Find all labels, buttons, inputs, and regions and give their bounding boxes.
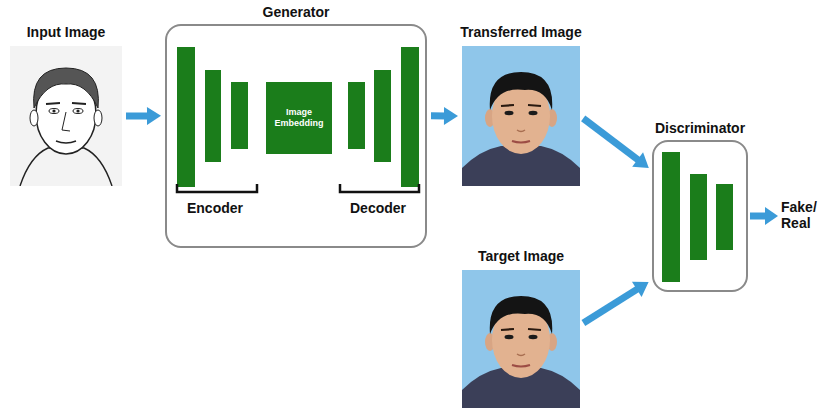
output-arrow-shaft <box>750 213 766 220</box>
photo-brows <box>501 329 541 330</box>
sketch-hair <box>34 68 99 108</box>
section-label: Encoder <box>172 200 258 216</box>
sketch-ear <box>94 110 102 126</box>
node-heading: Transferred Image <box>460 24 581 40</box>
discriminator-layers <box>654 142 746 290</box>
photo-mouth <box>512 141 530 143</box>
arrow-shaft <box>431 112 446 119</box>
sketch-face-illustration <box>10 46 122 186</box>
photo-eye <box>529 335 538 339</box>
node-heading: Input Image <box>27 24 106 40</box>
sketch-brows <box>46 103 86 104</box>
arrow-head <box>147 107 161 125</box>
sketch-pupil <box>76 109 79 112</box>
sketch-eye <box>73 109 83 114</box>
transferred-image: Transferred Image <box>462 46 580 186</box>
layer-bar <box>716 184 733 250</box>
output-arrow-head <box>765 207 778 225</box>
photo-ground <box>462 46 580 186</box>
sketch-ground <box>10 46 122 186</box>
encoder-bracket <box>177 184 257 192</box>
node-heading: Discriminator <box>655 120 745 136</box>
arrow-head <box>632 152 649 168</box>
arrow-shaft <box>583 288 638 323</box>
node-heading: Generator <box>263 4 330 20</box>
decoder-bracket <box>340 184 419 192</box>
flow-arrow <box>583 118 649 168</box>
layer-bar <box>374 70 391 162</box>
flow-arrow <box>583 282 648 323</box>
sketch-eye <box>49 109 59 114</box>
layer-bar <box>348 82 365 149</box>
photo-nose <box>517 354 525 356</box>
photo-face-illustration <box>462 270 580 408</box>
photo-eye <box>505 335 514 339</box>
flow-arrow <box>431 107 458 125</box>
sketch-pupil <box>52 109 55 112</box>
photo-ground <box>462 270 580 408</box>
sketch-nose <box>62 112 70 131</box>
arrow-head <box>444 107 458 125</box>
photo-eye <box>505 111 514 115</box>
photo-mouth <box>512 365 530 367</box>
layer-bar <box>401 47 419 187</box>
layer-bar <box>231 82 248 149</box>
input-image: Input Image <box>10 46 122 186</box>
photo-brows <box>501 105 541 106</box>
photo-hair <box>490 296 552 334</box>
embedding-box: Image Embedding <box>266 82 332 154</box>
photo-eye <box>529 111 538 115</box>
photo-hair <box>490 72 552 110</box>
layer-bar <box>205 70 221 162</box>
arrow-head <box>632 282 649 297</box>
target-image: Target Image <box>462 270 580 408</box>
embedding-label: Image Embedding <box>270 107 328 129</box>
layer-bar <box>177 47 195 187</box>
section-label: Decoder <box>335 200 421 216</box>
discriminator-box: Discriminator <box>652 140 748 292</box>
node-heading: Target Image <box>478 248 564 264</box>
sketch-mouth <box>56 141 76 143</box>
layer-bar <box>690 174 707 260</box>
arrow-shaft <box>583 118 639 160</box>
arrow-shaft <box>126 112 149 119</box>
layer-bar <box>662 152 680 282</box>
photo-face-illustration <box>462 46 580 186</box>
flow-arrow <box>126 107 161 125</box>
output-label: Fake/ Real <box>781 199 823 231</box>
sketch-ear <box>30 110 38 126</box>
photo-nose <box>517 130 525 132</box>
